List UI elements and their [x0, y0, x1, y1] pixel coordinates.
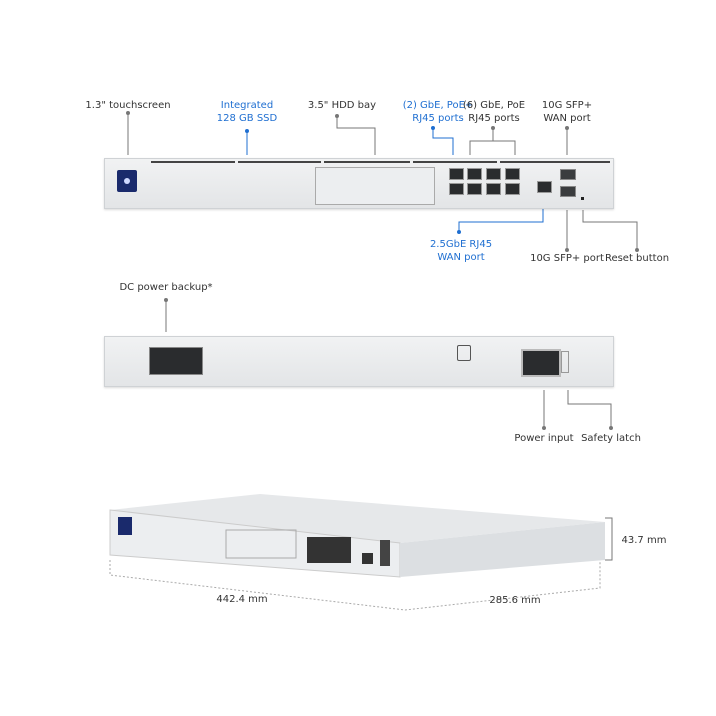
device-top [110, 494, 605, 543]
rj45-port [486, 183, 501, 195]
label-ssd-line2: 128 GB SSD [216, 113, 278, 124]
front-panel [104, 158, 614, 209]
label-poe-plus-line2: RJ45 ports [412, 113, 464, 124]
vent-slot [238, 161, 321, 163]
rj45-port [467, 168, 482, 180]
vent-slot [151, 161, 235, 163]
label-power-input: Power input [514, 433, 574, 444]
label-sfp-wan: 10G SFP+ WAN port [542, 99, 592, 125]
wan-port-3d [362, 553, 373, 564]
rj45-port [467, 183, 482, 195]
label-poe-ports: (6) GbE, PoE RJ45 ports [463, 99, 525, 125]
vent-slot [413, 161, 497, 163]
label-ssd: Integrated 128 GB SSD [217, 99, 277, 125]
rj45-port [505, 183, 520, 195]
label-ssd-line1: Integrated [220, 100, 274, 111]
reset-button[interactable] [581, 197, 584, 200]
dimension-depth: 285.6 mm [489, 595, 541, 606]
label-dc-power: DC power backup* [119, 282, 213, 293]
sfp-ports-3d [380, 540, 390, 566]
rj45-port [449, 183, 464, 195]
label-poe-plus-line1: (2) GbE, PoE+ [402, 100, 474, 111]
label-sfp-wan-line1: 10G SFP+ [541, 100, 593, 111]
device-side [400, 522, 605, 577]
touchscreen [117, 170, 137, 192]
sfp-port [560, 169, 576, 180]
label-touchscreen: 1.3" touchscreen [85, 100, 171, 111]
label-rj45-wan-line1: 2.5GbE RJ45 [429, 239, 493, 250]
rj45-port [505, 168, 520, 180]
vent-slot [324, 161, 410, 163]
hdd-bay[interactable] [315, 167, 435, 205]
hdd-bay-3d [225, 529, 297, 559]
dimension-width: 442.4 mm [216, 594, 268, 605]
label-rj45-wan-line2: WAN port [437, 252, 485, 263]
rj45-port [449, 168, 464, 180]
label-sfp-port: 10G SFP+ port [530, 253, 604, 264]
label-reset: Reset button [604, 253, 670, 264]
touchscreen-3d [118, 517, 132, 535]
ubiquiti-logo-icon [457, 345, 471, 361]
safety-latch[interactable] [561, 351, 569, 373]
dc-power-connector [149, 347, 203, 375]
rj45-port [486, 168, 501, 180]
rear-panel [104, 336, 614, 387]
label-sfp-wan-line2: WAN port [543, 113, 591, 124]
label-safety-latch: Safety latch [581, 433, 641, 444]
dimension-height: 43.7 mm [621, 535, 667, 546]
wan-rj45-port [537, 181, 552, 193]
rj45-ports-3d [307, 537, 351, 563]
label-poe-line1: (6) GbE, PoE [462, 100, 526, 111]
label-poe-line2: RJ45 ports [468, 113, 520, 124]
label-poe-plus-ports: (2) GbE, PoE+ RJ45 ports [403, 99, 474, 125]
label-hdd-bay: 3.5" HDD bay [307, 100, 377, 111]
sfp-port [560, 186, 576, 197]
power-input-socket [521, 349, 561, 377]
vent-slot [500, 161, 610, 163]
